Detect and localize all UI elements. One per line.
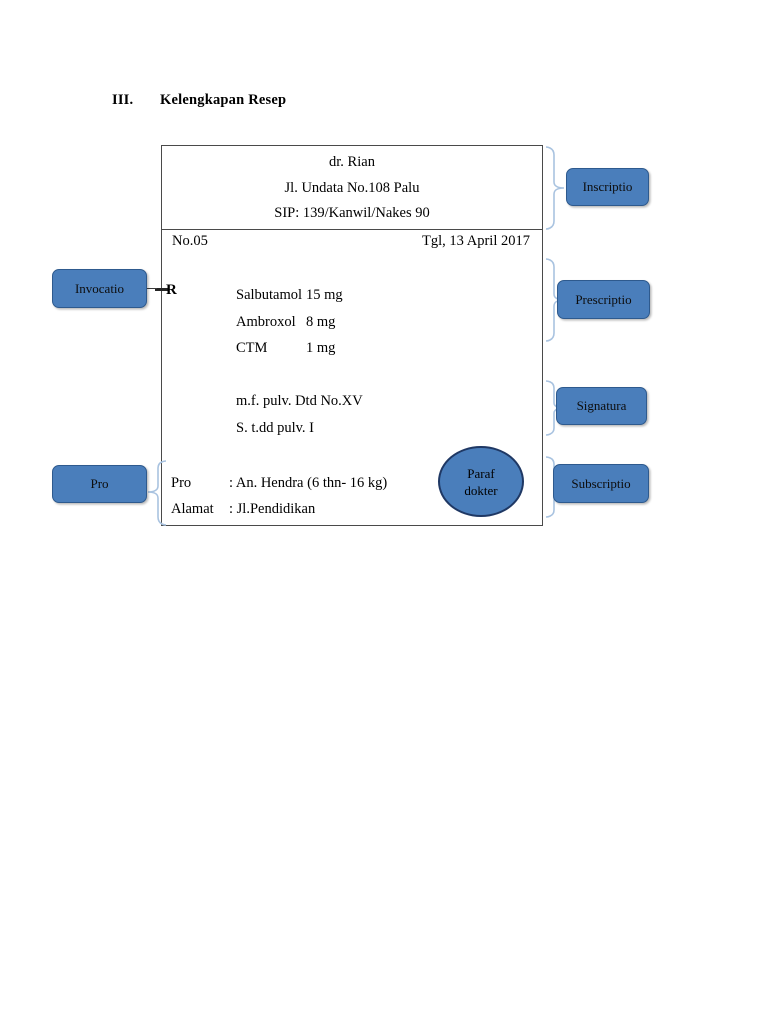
callout-label: Inscriptio [582,179,633,194]
doctor-address: Jl. Undata No.108 Palu [284,179,420,196]
doctor-license: SIP: 139/Kanwil/Nakes 90 [274,205,430,221]
callout-label: Prescriptio [575,291,632,307]
signatura-line: S. t.dd pulv. I [236,420,315,436]
patient-pro-row: Pro : An. Hendra (6 thn- 16 kg) [171,470,387,496]
brace-inscriptio [543,146,567,230]
medication-dose: 15 mg [306,287,343,303]
callout-label: Pro [90,476,109,491]
invocatio-connector-line [147,288,157,290]
signature-stamp-line1: Paraf [467,465,495,481]
patient-block: Pro : An. Hendra (6 thn- 16 kg) Alamat : J… [171,470,387,522]
invocatio-arrow-icon [155,288,168,291]
prescription-header: dr. Rian Jl. Undata No.108 Palu SIP: 139… [162,146,542,230]
doctor-name: dr. Rian [329,154,375,170]
callout-label: Subscriptio [571,475,631,491]
prescription-date: Tgl, 13 April 2017 [422,233,530,249]
prescription-number: No.05 [172,233,208,249]
medication-row: CTM 1 mg [236,335,343,362]
prescription-box: dr. Rian Jl. Undata No.108 Palu SIP: 139… [161,145,543,526]
signatura-list: m.f. pulv. Dtd No.XV S. t.dd pulv. I [236,388,363,442]
patient-pro-label: Pro [171,475,192,491]
patient-address-row: Alamat : Jl.Pendidikan [171,496,387,522]
callout-label: Invocatio [74,280,125,296]
medication-dose: 1 mg [306,340,336,356]
signature-stamp-line2: dokter [464,482,498,498]
callout-signatura[interactable]: Signatura [556,387,647,425]
medication-name: Ambroxol [236,313,296,330]
prescription-meta: No.05 Tgl, 13 April 2017 [162,230,542,260]
callout-inscriptio[interactable]: Inscriptio [566,168,649,206]
section-heading: III. Kelengkapan Resep [112,92,286,109]
callout-label: Signatura [576,398,627,413]
section-title: Kelengkapan Resep [160,92,287,108]
patient-address-value: : Jl.Pendidikan [229,501,316,517]
callout-invocatio[interactable]: Invocatio [52,269,147,308]
medication-name: Salbutamol [236,287,303,303]
doctor-signature-stamp: Paraf dokter [438,446,524,517]
signatura-line: m.f. pulv. Dtd No.XV [236,393,363,409]
medication-row: Ambroxol 8 mg [236,309,343,336]
rx-symbol: R [166,282,177,298]
callout-prescriptio[interactable]: Prescriptio [557,280,650,319]
callout-pro[interactable]: Pro [52,465,147,503]
medication-dose: 8 mg [306,313,336,330]
medication-name: CTM [236,340,268,356]
brace-pro [147,460,169,526]
section-number: III. [112,92,134,108]
patient-pro-value: : An. Hendra (6 thn- 16 kg) [229,475,388,491]
callout-subscriptio[interactable]: Subscriptio [553,464,649,503]
patient-address-label: Alamat [171,501,214,517]
